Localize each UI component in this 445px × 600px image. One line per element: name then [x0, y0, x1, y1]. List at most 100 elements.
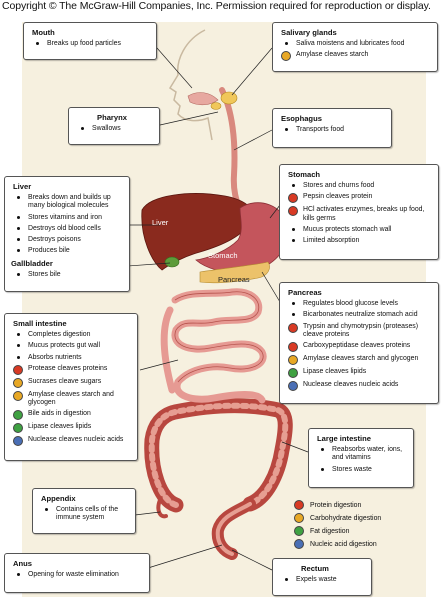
fat-digestion-icon [294, 526, 304, 536]
pharynx-title: Pharynx [97, 113, 127, 122]
anus-item: Opening for waste elimination [13, 571, 143, 579]
pharynx-info-box: Pharynx Swallows [68, 107, 160, 145]
tongue-shape [187, 92, 219, 106]
liver-item: Produces bile [13, 247, 123, 255]
stomach-item: Limited absorption [288, 237, 432, 245]
appendix-info-box: Appendix Contains cells of the immune sy… [32, 488, 136, 534]
bullet-icon [285, 128, 288, 131]
pancreas-item: Carboxypeptidase cleaves proteins [288, 342, 432, 353]
protein-digestion-icon [288, 206, 298, 217]
liver-shape [141, 193, 253, 271]
bullet-icon [292, 239, 295, 243]
bullet-icon [285, 578, 288, 581]
small-intestine-item: Completes digestion [13, 331, 131, 339]
salivary-item: Amylase cleaves starch [281, 51, 431, 62]
mouth-title: Mouth [32, 28, 55, 37]
small-intestine-item: Amylase cleaves starch and glycogen [13, 390, 131, 408]
pancreas-title: Pancreas [288, 288, 322, 297]
small-intestine-shape [160, 288, 267, 404]
legend-item: Protein digestion [294, 500, 424, 510]
rectum-title: Rectum [301, 564, 329, 573]
large-intestine-item: Stores waste [317, 466, 407, 474]
small-intestine-item: Sucrases cleave sugars [13, 377, 131, 388]
pharynx-item: Swallows [77, 125, 153, 133]
anus-title: Anus [13, 559, 32, 568]
carbohydrate-digestion-icon [13, 377, 23, 388]
large-intestine-edge [148, 402, 289, 508]
appendix-shape [156, 498, 168, 519]
head-outline [168, 29, 213, 141]
pancreas-item: Trypsin and chymotrypsin (proteases) cle… [288, 322, 432, 340]
fat-digestion-icon [288, 368, 298, 379]
stomach-title: Stomach [288, 170, 321, 179]
esophagus-item: Transports food [281, 126, 385, 134]
bullet-icon [321, 467, 324, 471]
protein-digestion-icon [288, 193, 298, 204]
legend-item: Fat digestion [294, 526, 424, 536]
fat-digestion-icon [13, 423, 23, 434]
pancreas-shape [199, 261, 270, 284]
nucleic-acid-digestion-icon [288, 381, 298, 392]
mouth-item: Breaks up food particles [32, 40, 150, 48]
rectum-highlight [215, 502, 252, 556]
bullet-icon [321, 448, 324, 451]
gallbladder-shape [164, 256, 180, 268]
salivary-title: Salivary glands [281, 28, 337, 37]
legend-item: Carbohydrate digestion [294, 513, 424, 523]
salivary-glands-info-box: Salivary glands Saliva moistens and lubr… [272, 22, 438, 72]
large-intestine-item: Reabsorbs water, ions, and vitamins [317, 446, 407, 463]
small-intestine-item: Absorbs nutrients [13, 354, 131, 362]
stomach-organ-label: Stomach [208, 251, 238, 260]
stomach-item: Pepsin cleaves protein [288, 193, 432, 204]
bullet-icon [17, 272, 20, 276]
bullet-icon [45, 508, 48, 511]
bullet-icon [17, 226, 20, 230]
liver-item: Stores vitamins and iron [13, 214, 123, 222]
bullet-icon [17, 344, 20, 348]
appendix-item: Contains cells of the immune system [41, 506, 129, 523]
bullet-icon [17, 238, 20, 242]
pancreas-item: Bicarbonates neutralize stomach acid [288, 311, 432, 319]
protein-digestion-icon [13, 364, 23, 375]
legend: Protein digestion Carbohydrate digestion… [294, 500, 424, 552]
liver-title: Liver [13, 182, 32, 191]
protein-digestion-icon [288, 322, 298, 333]
bullet-icon [17, 215, 20, 219]
small-intestine-item: Mucus protects gut wall [13, 342, 131, 350]
bullet-icon [17, 249, 20, 253]
nucleic-acid-digestion-icon [294, 539, 304, 549]
copyright-notice: Copyright © The McGraw-Hill Companies, I… [2, 0, 431, 12]
salivary-gland-shape [220, 91, 238, 105]
bullet-icon [292, 302, 295, 305]
pancreas-item: Amylase cleaves starch and glycogen [288, 355, 432, 366]
stomach-info-box: Stomach Stores and churns food Pepsin cl… [279, 164, 439, 260]
small-intestine-item: Protease cleaves proteins [13, 364, 131, 375]
bullet-icon [36, 42, 39, 45]
stomach-item: Stores and churns food [288, 182, 432, 190]
large-intestine-title: Large intestine [317, 434, 372, 443]
mouth-info-box: Mouth Breaks up food particles [23, 22, 157, 60]
protein-digestion-icon [294, 500, 304, 510]
pancreas-item: Regulates blood glucose levels [288, 300, 432, 308]
bullet-icon [292, 313, 295, 317]
salivary-gland-shape-2 [210, 102, 222, 110]
small-intestine-item: Lipase cleaves lipids [13, 423, 131, 434]
stomach-item: Mucus protects stomach wall [288, 226, 432, 234]
liver-item: Breaks down and builds up many biologica… [13, 194, 123, 211]
liver-info-box: Liver Breaks down and builds up many bio… [4, 176, 130, 292]
protein-digestion-icon [288, 342, 298, 353]
rectum-info-box: Rectum Expels waste [272, 558, 372, 596]
anus-info-box: Anus Opening for waste elimination [4, 553, 150, 593]
esophagus-tube [219, 87, 243, 213]
esophagus-info-box: Esophagus Transports food [272, 108, 392, 148]
bullet-icon [17, 573, 20, 576]
fat-digestion-icon [13, 410, 23, 421]
small-intestine-title: Small intestine [13, 319, 67, 328]
gallbladder-title: Gallbladder [11, 258, 53, 268]
appendix-title: Appendix [41, 494, 76, 503]
gallbladder-item: Stores bile [13, 271, 123, 279]
pancreas-organ-label: Pancreas [218, 275, 250, 284]
bullet-icon [81, 127, 84, 130]
bullet-icon [17, 196, 20, 199]
